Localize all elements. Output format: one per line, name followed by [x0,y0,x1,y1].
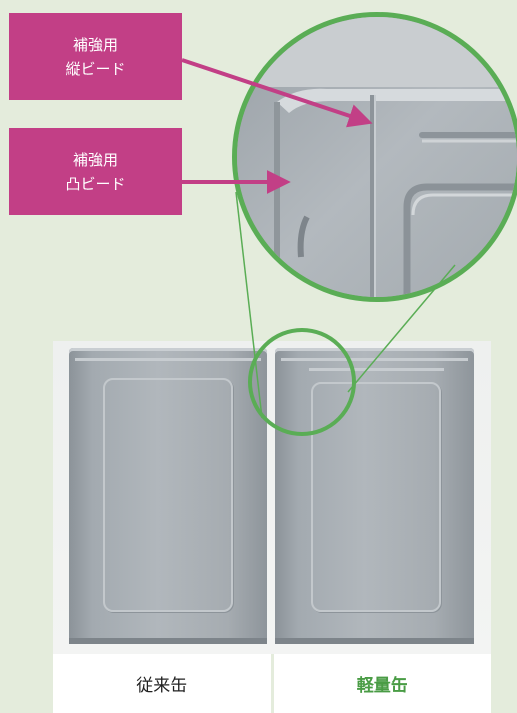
can-panel [103,378,233,612]
callout-vertical-bead-line1: 補強用 [72,35,118,54]
conventional-can-image [69,348,267,644]
zoom-connector-right [347,264,456,393]
highlight-circle [248,328,356,436]
lightweight-can-image [275,348,474,644]
zoom-connector-left [235,191,263,419]
can-panel [311,382,441,612]
can-bottom [69,638,267,644]
can-rim [75,358,261,361]
cans-photo [53,341,491,654]
callout-convex-bead: 補強用 凸ビード [9,128,182,215]
callout-convex-bead-line1: 補強用 [72,150,118,169]
callout-convex-bead-line2: 凸ビード [65,174,126,193]
magnified-can-detail [237,17,517,297]
magnified-detail [232,12,517,302]
arrow-vertical-bead [181,58,373,128]
can-bead [309,368,444,371]
conventional-can-label: 従来缶 [53,654,274,713]
callout-vertical-bead-line2: 縦ビード [65,59,126,78]
can-bottom [275,638,474,644]
lightweight-can-label: 軽量缶 [356,676,408,696]
callout-vertical-bead: 補強用 縦ビード [9,13,182,100]
can-labels: 従来缶 軽量缶 [53,654,491,713]
